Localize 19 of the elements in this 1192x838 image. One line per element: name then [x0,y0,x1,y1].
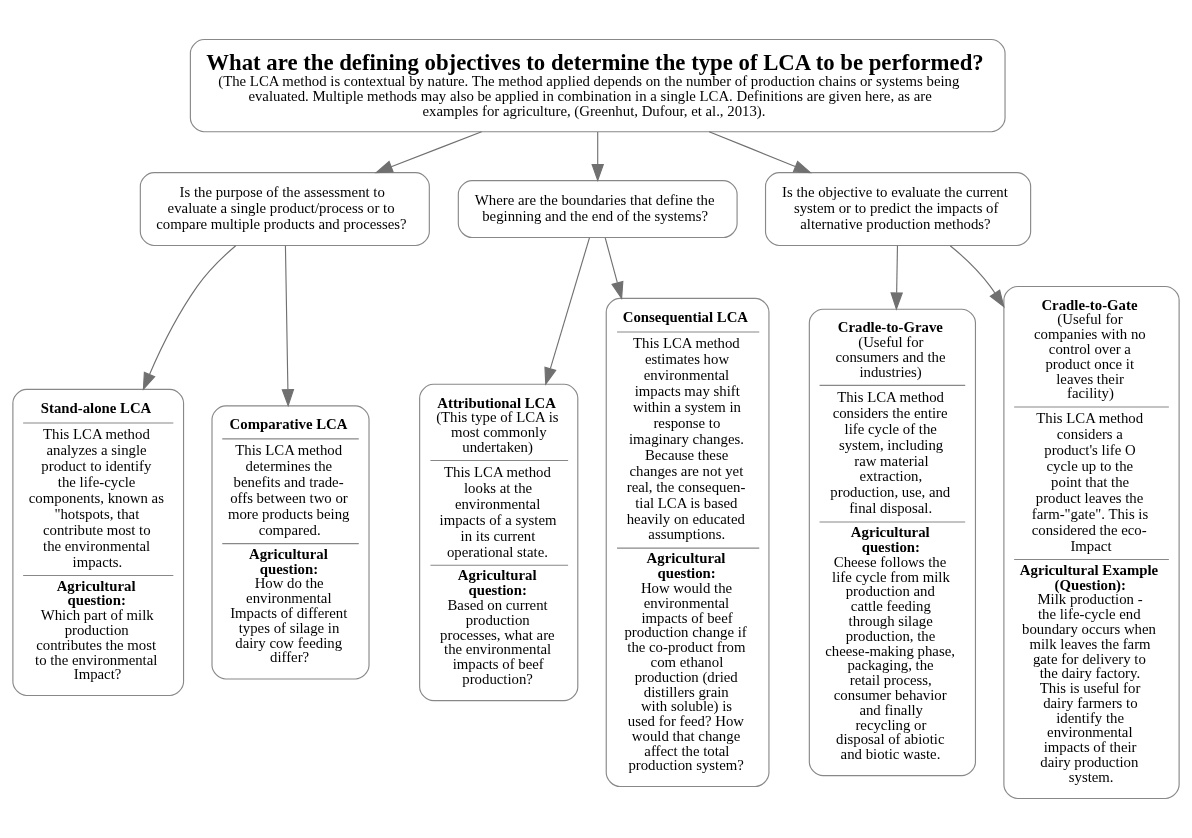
node-box: Cradle-to-Grave (Useful for consumers and the industries) This LCA method considers the entire life cycle of the system, including raw material extraction, production, use, and final disposal. Agricultural question: Cheese follows the life cycle from milk production and cattle feeding through silage production, the cheese-making phase, packaging, the retail process, consumer behavior and finally recycling or disposal of abiotic and biotic waste. [808,308,977,777]
node-box: Attributional LCA (This type of LCA is most commonly undertaken) This LCA method looks at the environmental impacts of a system in its current operational state. Agricultural question: Based on current production processes, what are the environmental impacts of beef production? [419,383,579,702]
arrow [591,131,605,183]
node-box: Where are the boundaries that define the beginning and the end of the systems? [457,180,738,239]
arrow [374,131,483,174]
arrow [890,245,904,311]
node-box: Stand-alone LCA This LCA method analyzes a single product to identify the life-cycle components, known as "hotspots, that contribute most to the environmental impacts. Agricultural question: Which part of milk production contributes the most to the environmental Impact? [12,388,185,697]
node-box: Is the purpose of the assessment to evaluate a single product/process or to compare multiple products and processes? [139,172,430,247]
node-box: Comparative LCA This LCA method determines the benefits and trade- offs between two or more products being compared. Agricultural question: How do the environmental Impacts of different types of silage in dairy cow feeding differ? [211,405,370,680]
arrow [708,131,812,174]
arrow [142,245,237,391]
node-box: What are the defining objectives to determine the type of LCA to be performed? (The LCA method is contextual by nature. The method applied depends on the number of production chains or systems being evaluated. Multiple methods may also be applied in combination in a single LCA. Definitions are given here, as are examples for agriculture, (Greenhut, Dufour, et al., 2013). [189,39,1006,133]
node-box: Cradle-to-Gate (Useful for companies with no control over a product once it leaves their facility) This LCA method considers a product's life O cycle up to the point that the product leaves the farm-"gate". This is considered the eco- Impact Agricultural Example (Question): Milk production - the life-cycle end boundary occurs when milk leaves the farm gate for delivery to the dairy factory. This is useful for dairy farmers to identify the environmental impacts of their dairy production system. [1003,285,1180,800]
arrow [281,245,295,408]
arrow [604,237,624,300]
arrow [949,245,1005,308]
node-box: Is the objective to evaluate the current system or to predict the impacts of alternative production methods? [764,172,1032,247]
arrow [544,237,590,386]
node-box: Consequential LCA This LCA method estimates how environmental impacts may shift within a system in response to imaginary changes. Because these changes are not yet real, the consequen- tial LCA is based heavily on educated assumptions. Agricultural question: How would the environmental impacts of beef production change if the co-product from com ethanol production (dried distillers grain with soluble) is used for feed? How would that change affect the total production system? [605,297,770,788]
